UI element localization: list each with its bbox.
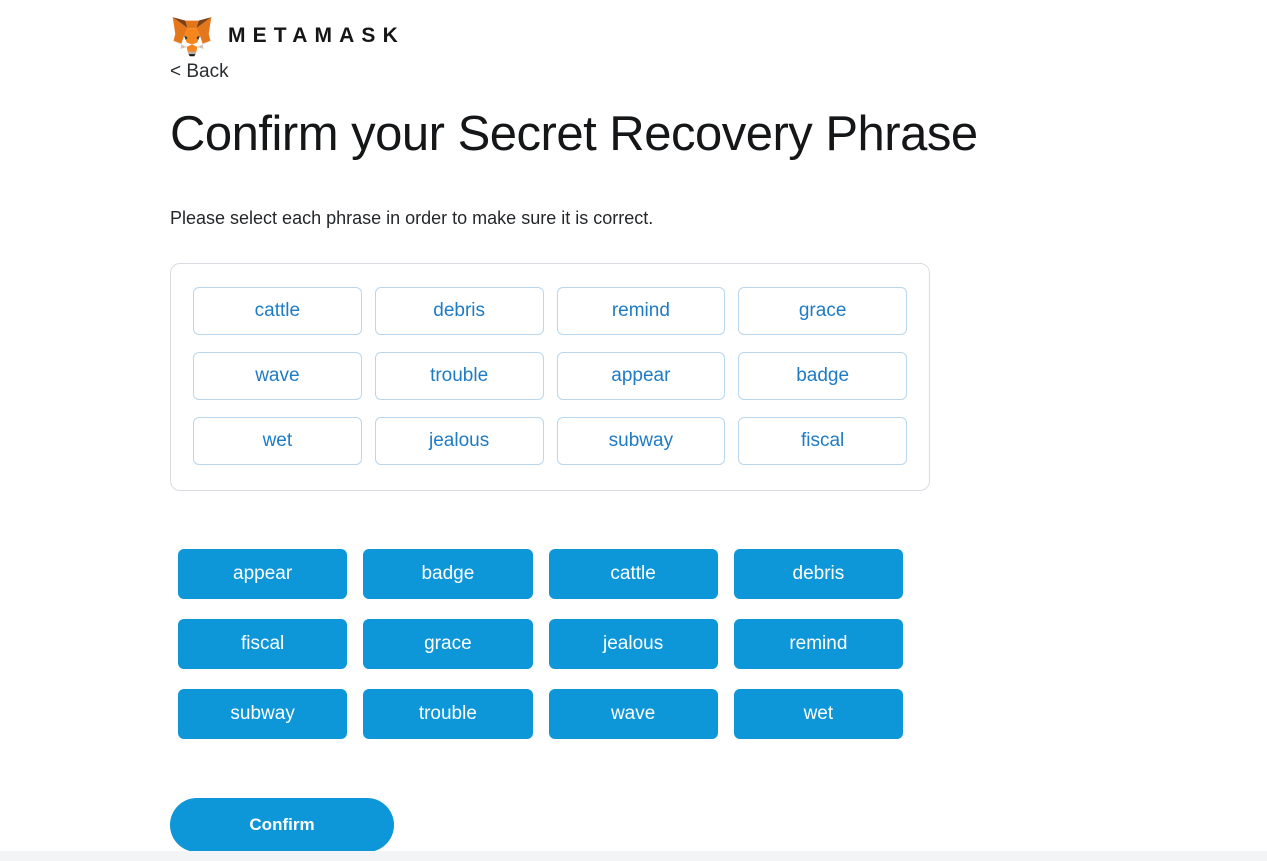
- word-option-button[interactable]: grace: [363, 619, 533, 670]
- word-option-button[interactable]: subway: [178, 689, 348, 740]
- phrase-slot-word: appear: [611, 365, 671, 387]
- metamask-brand: METAMASK: [170, 14, 1110, 58]
- back-link[interactable]: < Back: [170, 61, 229, 82]
- word-option-label: jealous: [603, 633, 664, 655]
- phrase-slot-chip[interactable]: badge: [738, 352, 907, 401]
- word-option-button[interactable]: wet: [733, 689, 903, 740]
- phrase-slot-word: wave: [255, 365, 300, 387]
- word-option-button[interactable]: fiscal: [178, 619, 348, 670]
- phrase-slot-word: subway: [608, 430, 674, 452]
- phrase-slot-word: fiscal: [800, 430, 845, 452]
- word-option-label: debris: [792, 563, 845, 585]
- phrase-slot-word: badge: [796, 365, 850, 387]
- phrase-slot-chip[interactable]: wave: [193, 352, 362, 401]
- phrase-slot-chip[interactable]: cattle: [193, 287, 362, 336]
- word-option-label: appear: [233, 563, 293, 585]
- word-option-label: subway: [230, 703, 295, 725]
- word-option-label: trouble: [418, 703, 477, 725]
- page-title: Confirm your Secret Recovery Phrase: [170, 107, 978, 161]
- word-option-button[interactable]: trouble: [363, 689, 533, 740]
- metamask-fox-icon: [170, 16, 214, 57]
- phrase-slot-chip[interactable]: remind: [556, 287, 726, 336]
- onboarding-content: METAMASK < Back Confirm your Secret Reco…: [170, 14, 1110, 853]
- phrase-slot-chip[interactable]: subway: [556, 417, 726, 466]
- word-option-button[interactable]: remind: [733, 619, 903, 670]
- word-option-label: remind: [789, 633, 848, 655]
- phrase-slot-chip[interactable]: fiscal: [738, 417, 907, 466]
- phrase-slot-word: trouble: [430, 365, 489, 387]
- word-option-label: wet: [803, 703, 834, 725]
- word-option-button[interactable]: jealous: [548, 619, 718, 670]
- phrase-slot-chip[interactable]: grace: [738, 287, 907, 336]
- phrase-slot-chip[interactable]: trouble: [374, 352, 544, 401]
- word-option-label: fiscal: [240, 633, 285, 655]
- phrase-slot-word: wet: [262, 430, 293, 452]
- phrase-slot-chip[interactable]: jealous: [374, 417, 544, 466]
- phrase-slot-word: jealous: [429, 430, 490, 452]
- page-bottom-strip: [0, 851, 1267, 861]
- confirm-button[interactable]: Confirm: [170, 798, 394, 853]
- word-option-button[interactable]: appear: [178, 549, 348, 600]
- phrase-slots-grid: cattle debris remind grace wave: [193, 287, 907, 466]
- phrase-slot-word: cattle: [254, 300, 301, 322]
- word-options-grid: appear badge cattle debris fiscal grace: [178, 549, 903, 740]
- phrase-slot-word: debris: [433, 300, 485, 322]
- phrase-slot-word: remind: [611, 300, 670, 322]
- brand-wordmark: METAMASK: [228, 24, 405, 47]
- page-subtitle: Please select each phrase in order to ma…: [170, 208, 654, 229]
- phrase-slot-chip[interactable]: debris: [374, 287, 544, 336]
- word-option-label: cattle: [610, 563, 656, 585]
- word-option-button[interactable]: wave: [548, 689, 718, 740]
- phrase-slot-chip[interactable]: wet: [193, 417, 362, 466]
- phrase-slot-chip[interactable]: appear: [556, 352, 726, 401]
- word-option-label: badge: [421, 563, 475, 585]
- word-option-label: grace: [424, 633, 472, 655]
- phrase-slots-panel: cattle debris remind grace wave: [170, 263, 930, 492]
- word-option-button[interactable]: cattle: [548, 549, 718, 600]
- word-option-button[interactable]: debris: [733, 549, 903, 600]
- word-option-button[interactable]: badge: [363, 549, 533, 600]
- word-option-label: wave: [610, 703, 656, 725]
- phrase-slot-word: grace: [798, 300, 847, 322]
